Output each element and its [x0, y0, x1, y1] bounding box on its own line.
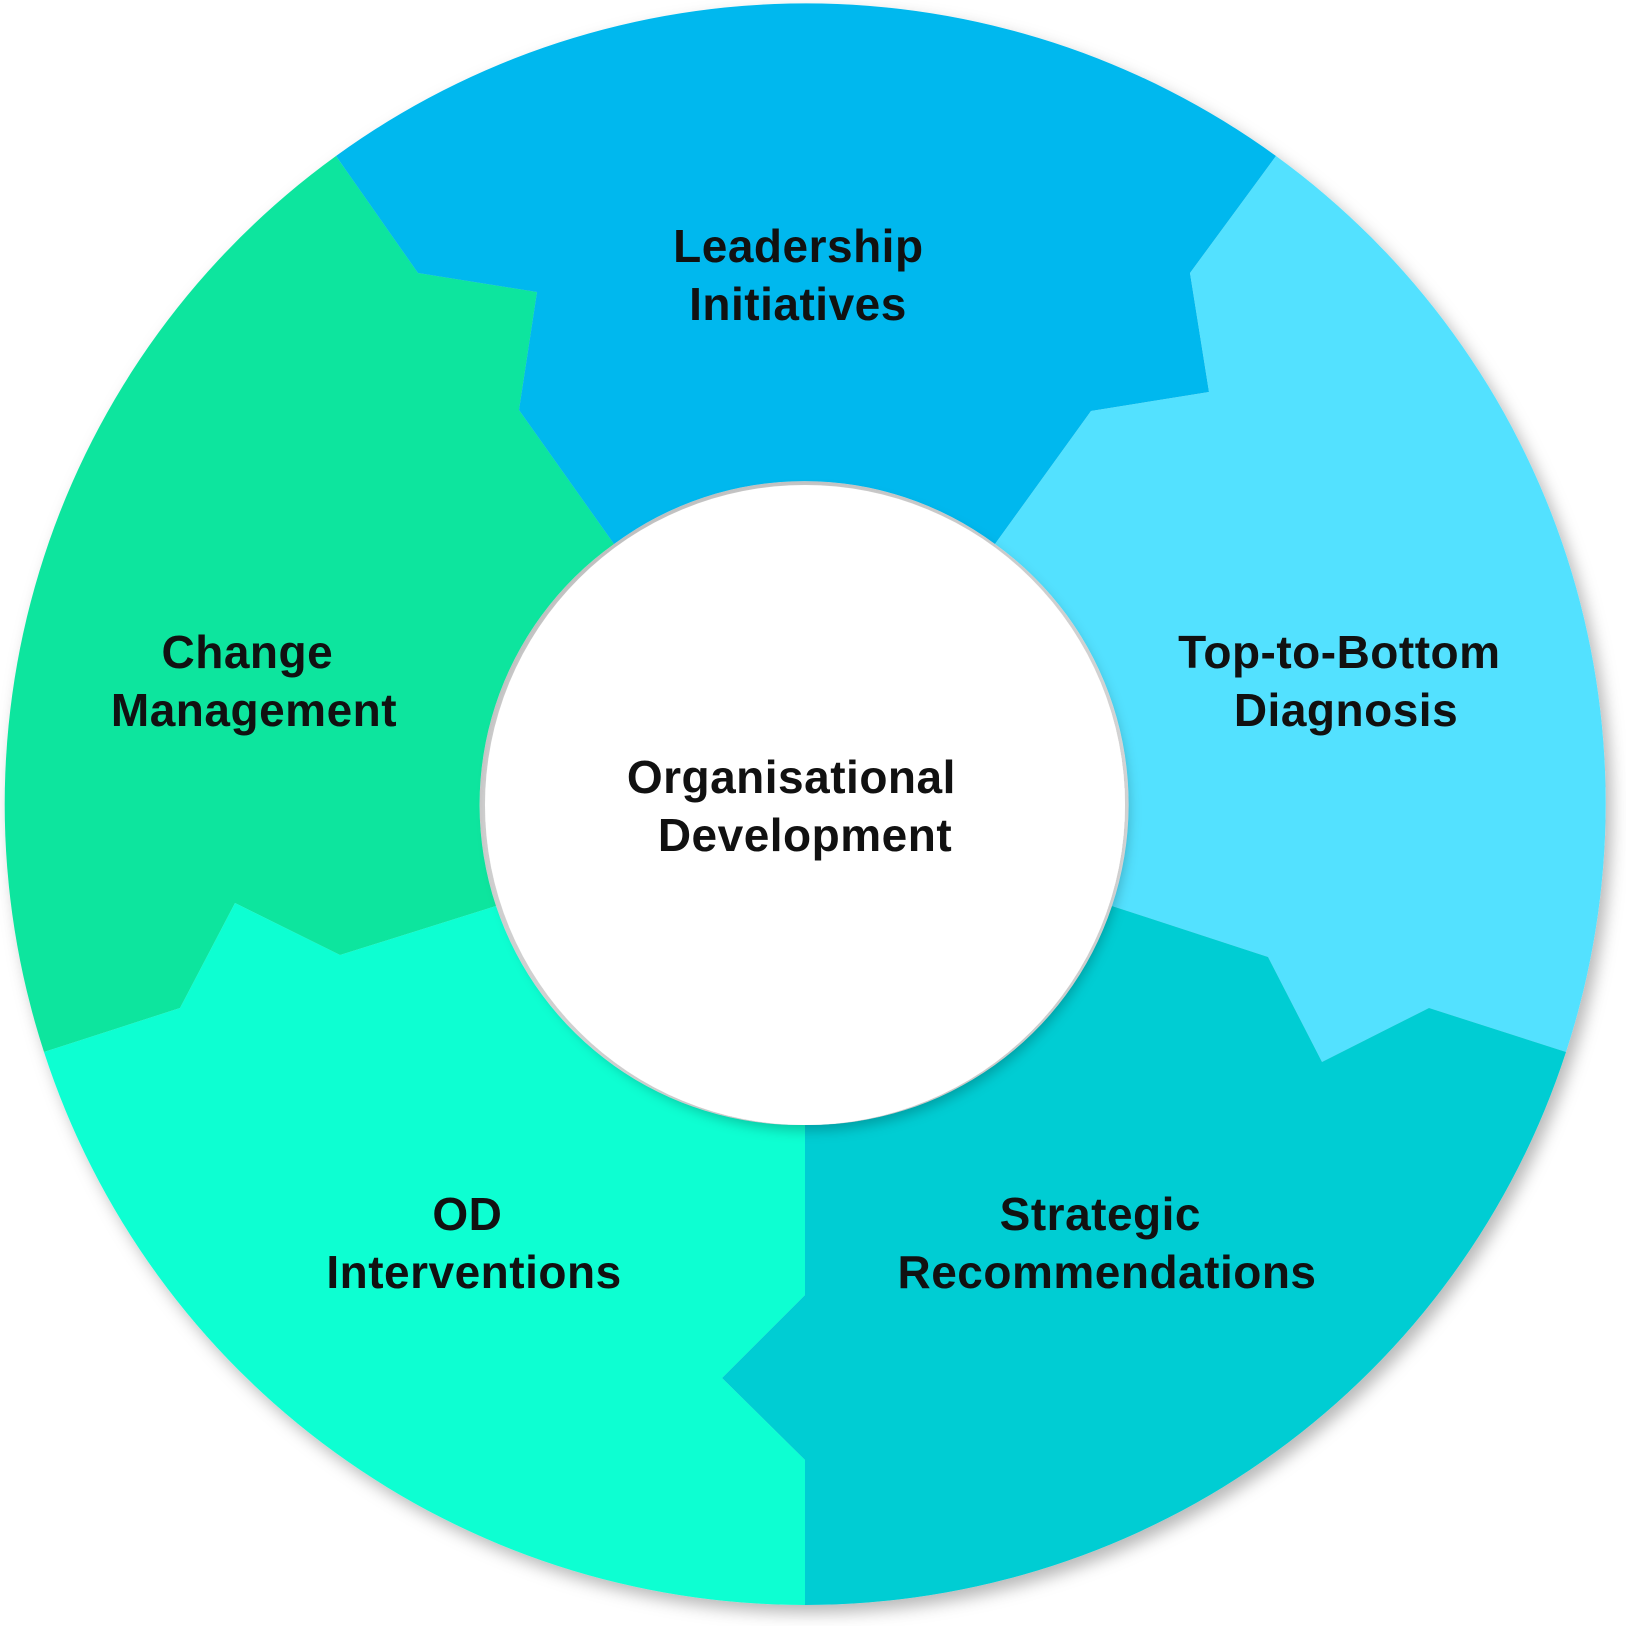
segment-strategic-recommendations: [722, 906, 1566, 1605]
label-change-line1: Change: [162, 626, 334, 678]
label-strategic-line2: Recommendations: [897, 1246, 1316, 1298]
label-leadership-line1: Leadership: [673, 220, 923, 272]
label-change-management: Change Management: [111, 626, 397, 736]
label-leadership-initiatives: Leadership Initiatives: [673, 220, 937, 330]
label-strategic-line1: Strategic: [1000, 1188, 1201, 1240]
segment-change-management: [4, 156, 614, 1052]
label-leadership-line2: Initiatives: [689, 278, 907, 330]
segment-top-to-bottom-diagnosis: [995, 156, 1606, 1062]
label-strategic-recommendations: Strategic Recommendations: [897, 1188, 1316, 1298]
label-top-to-bottom-diagnosis: Top-to-Bottom Diagnosis: [1178, 626, 1514, 736]
center-title-line2: Development: [658, 809, 952, 861]
center-title: Organisational Development: [627, 751, 969, 861]
center-title-line1: Organisational: [627, 751, 956, 803]
label-diagnosis-line1: Top-to-Bottom: [1178, 626, 1500, 678]
segment-leadership-initiatives: [336, 3, 1276, 544]
label-diagnosis-line2: Diagnosis: [1234, 684, 1458, 736]
segment-od-interventions: [44, 903, 805, 1605]
label-od-line1: OD: [432, 1188, 502, 1240]
label-od-interventions: OD Interventions: [326, 1188, 621, 1298]
label-change-line2: Management: [111, 684, 397, 736]
label-od-line2: Interventions: [326, 1246, 621, 1298]
center-hub: [485, 485, 1125, 1125]
